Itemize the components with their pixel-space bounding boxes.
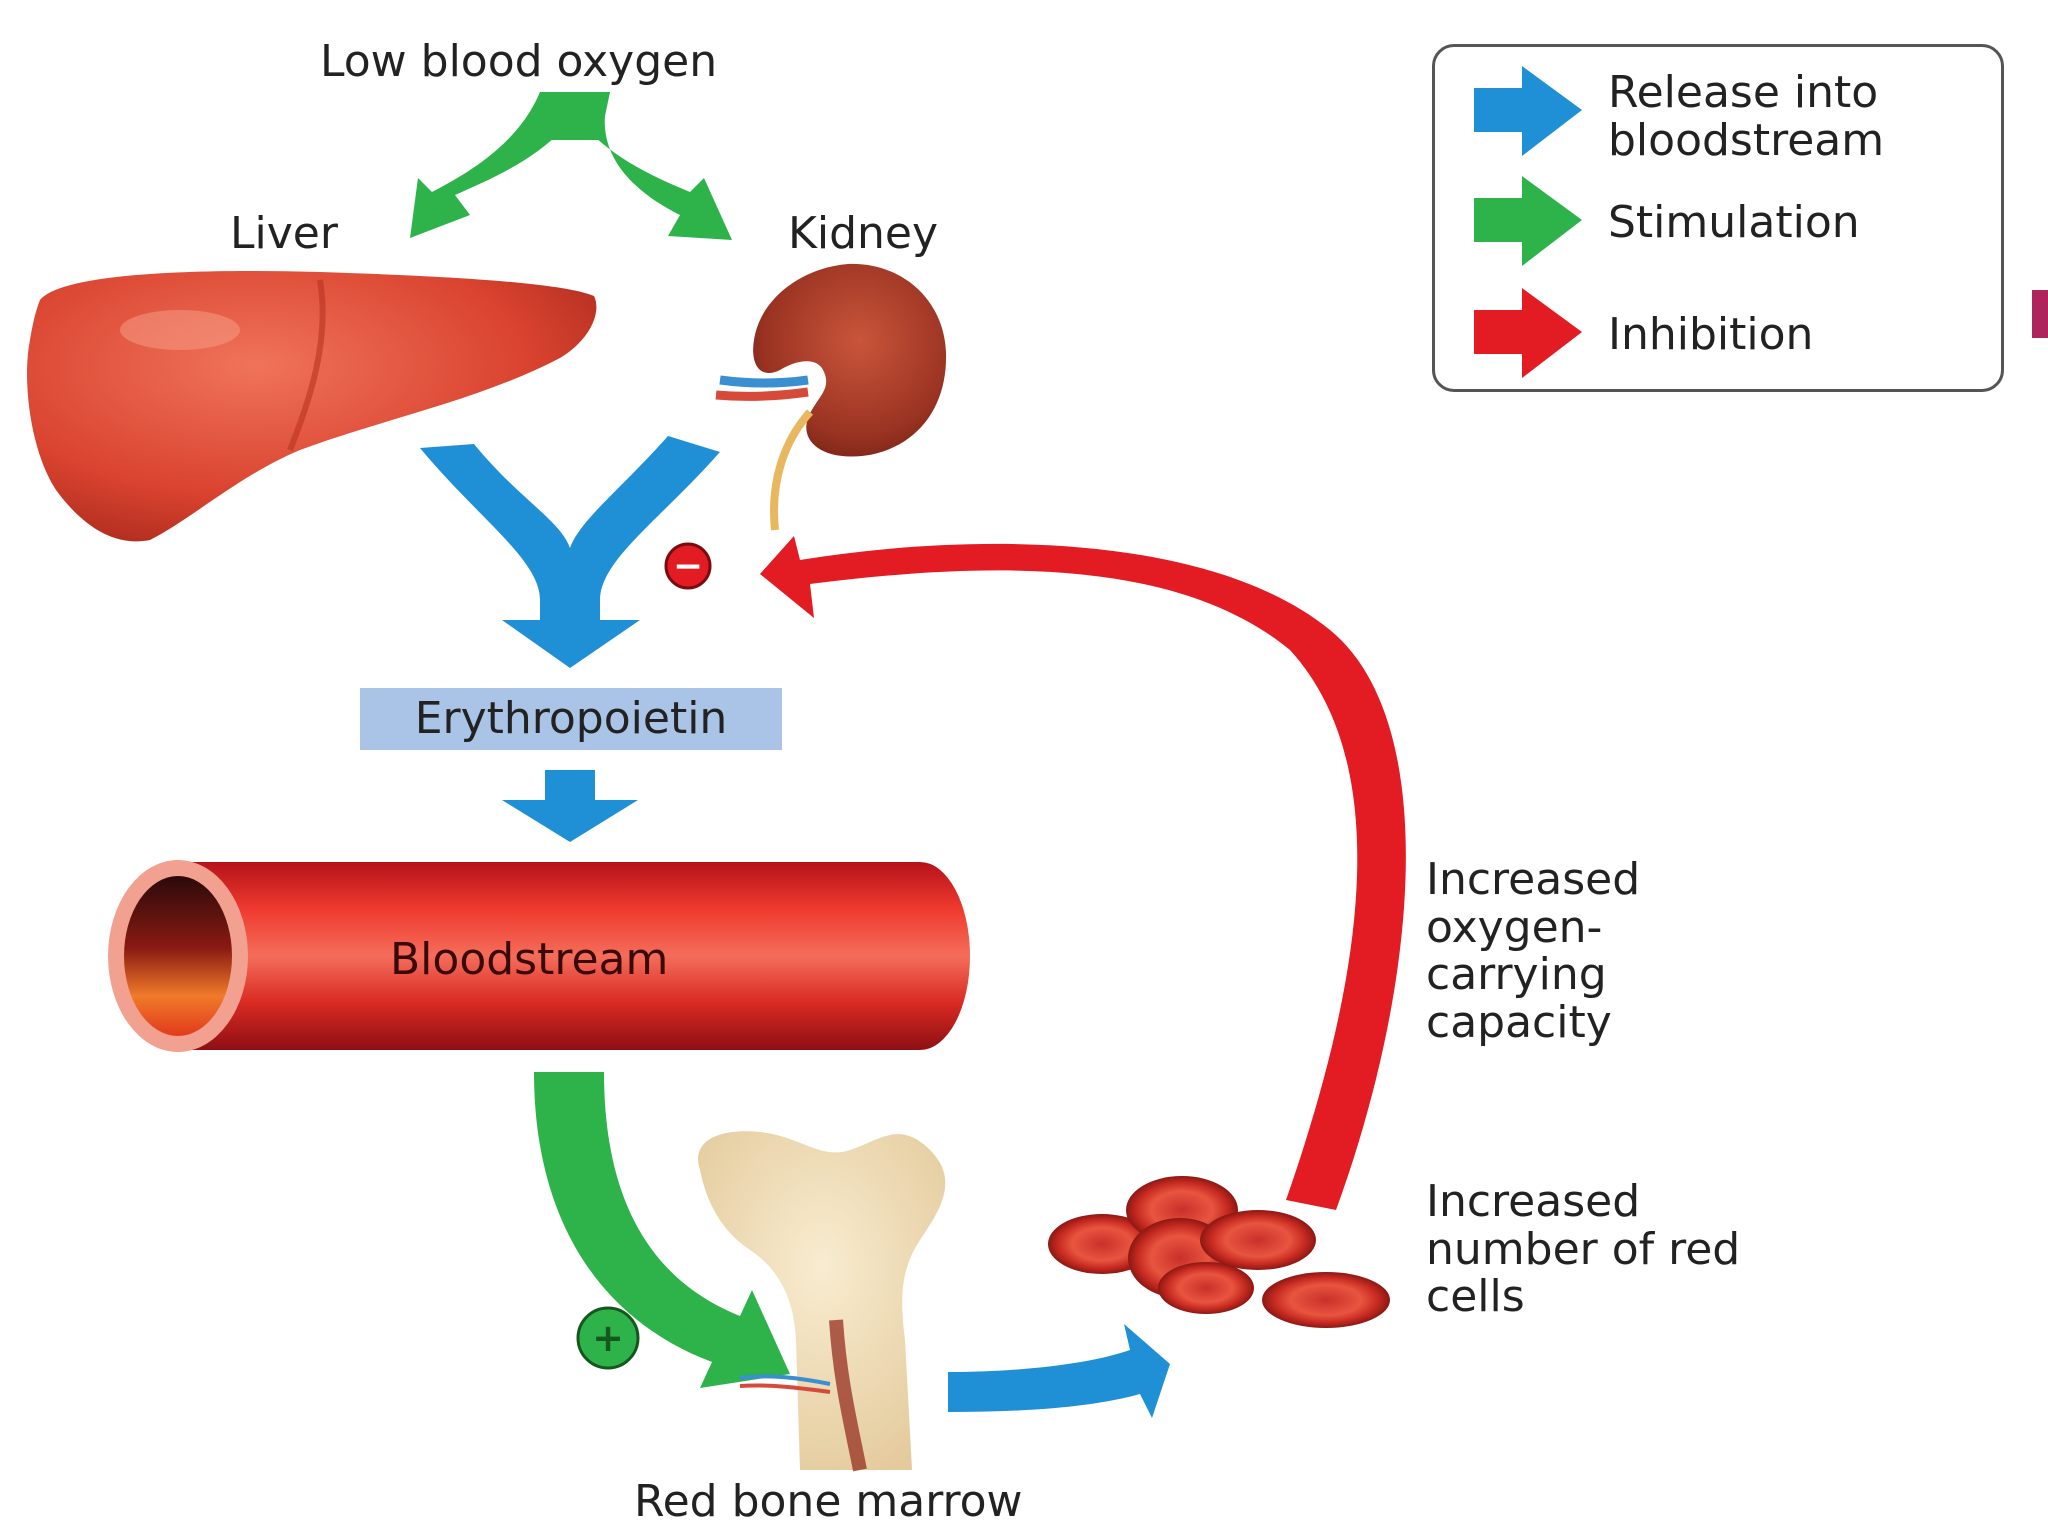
legend-stimulation-label: Stimulation <box>1608 197 1860 248</box>
stimulation-arrow-stem <box>540 92 610 140</box>
legend-release-arrow <box>1474 66 1582 156</box>
liver-label: Liver <box>230 208 338 259</box>
inhibition-sign <box>664 542 712 590</box>
erythropoietin-box: Erythropoietin <box>360 688 782 750</box>
bone-illustration <box>698 1131 946 1472</box>
stimulation-sign <box>576 1306 640 1370</box>
bloodstream-label: Bloodstream <box>390 934 669 985</box>
liver-illustration <box>27 270 597 542</box>
stimulation-sign-label: + <box>592 1316 624 1360</box>
inhibition-feedback-arrow <box>760 536 1406 1210</box>
kidney-illustration <box>715 263 947 531</box>
stimulation-arrow-to-liver <box>410 92 590 238</box>
red-bone-marrow-label: Red bone marrow <box>634 1476 1023 1527</box>
increased-red-cells-label: Increased number of red cells <box>1426 1176 1741 1323</box>
stimulation-arrow-to-marrow <box>534 1072 790 1388</box>
release-arrow-to-bloodstream <box>502 770 638 842</box>
red-cells-illustration <box>1048 1176 1390 1328</box>
legend-release-label: Release into bloodstream <box>1608 67 1885 166</box>
legend: Release into bloodstream Stimulation Inh… <box>1432 44 2004 392</box>
release-arrow-to-erythropoietin <box>420 436 720 668</box>
erythropoietin-label: Erythropoietin <box>414 693 728 744</box>
inhibition-sign-label: − <box>673 546 703 587</box>
legend-stimulation-arrow <box>1474 176 1582 266</box>
edge-accent <box>2032 290 2048 338</box>
stimulation-arrow-to-kidney <box>560 92 732 240</box>
legend-inhibition-label: Inhibition <box>1608 309 1814 360</box>
low-blood-oxygen-label: Low blood oxygen <box>320 36 718 87</box>
release-arrow-to-red-cells <box>948 1324 1170 1418</box>
kidney-label: Kidney <box>788 208 939 259</box>
legend-inhibition-arrow <box>1474 288 1582 378</box>
bloodstream-vessel <box>108 860 970 1052</box>
increased-capacity-label: Increased oxygen-carrying capacity <box>1426 854 1641 1048</box>
